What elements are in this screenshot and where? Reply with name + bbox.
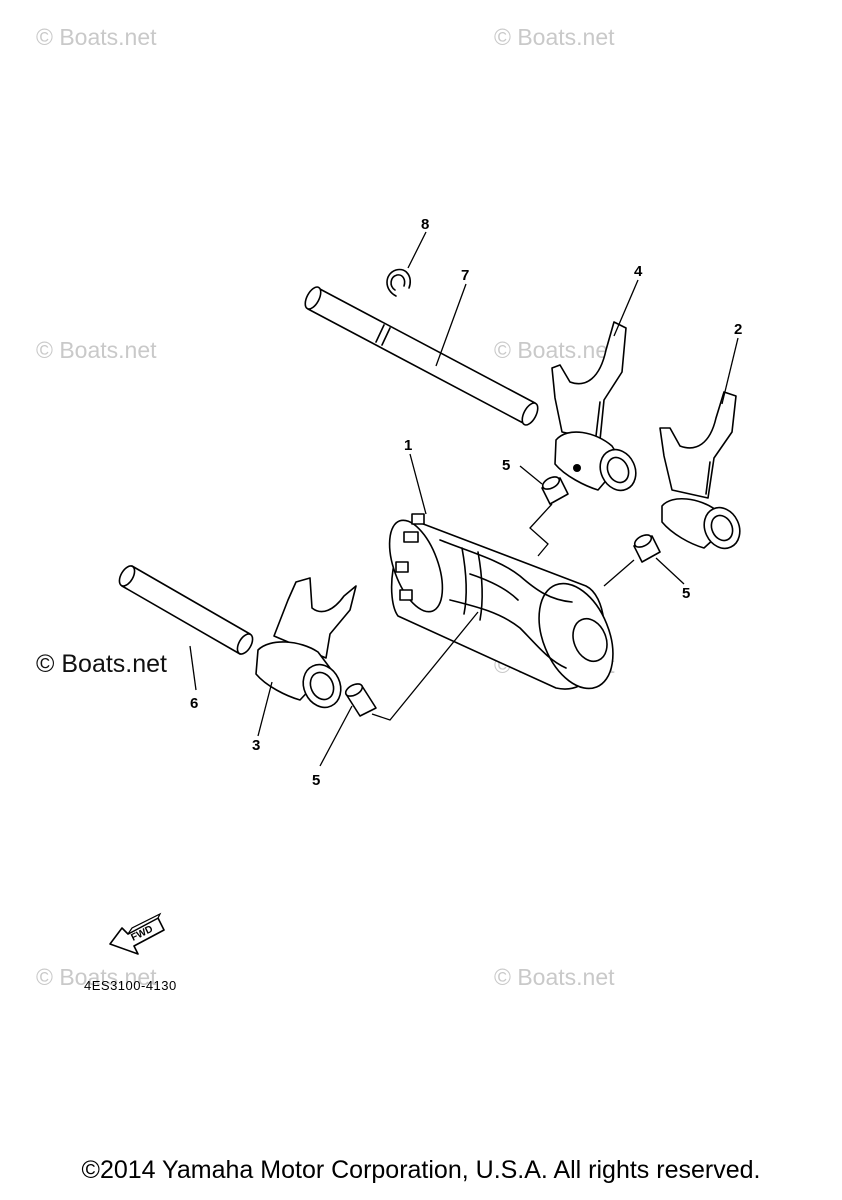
watermark-bottom-left: © Boats.net	[36, 964, 157, 990]
watermark-center-left: © Boats.net	[36, 650, 167, 678]
shift-fork-2[interactable]	[659, 391, 746, 554]
callout-6: 6	[190, 695, 198, 712]
shift-fork-3[interactable]	[255, 577, 357, 714]
shift-fork-4[interactable]	[551, 321, 642, 496]
callout-5-right: 5	[682, 585, 690, 602]
diagram-code: 4ES3100-4130	[84, 978, 177, 993]
guide-bar-pin-right[interactable]	[633, 532, 661, 563]
watermark-mid-left: © Boats.net	[36, 337, 157, 363]
watermark-top-right: © Boats.net	[494, 24, 615, 50]
shift-fork-guide-bar-7[interactable]	[302, 285, 541, 428]
shift-fork-guide-bar-6[interactable]	[116, 563, 255, 656]
leader-lines	[189, 231, 739, 767]
guide-bar-pin-top[interactable]	[541, 474, 569, 505]
callout-4: 4	[634, 263, 643, 280]
watermark-mid-right: © Boats.net	[494, 337, 615, 363]
callout-2: 2	[734, 321, 742, 338]
shift-cam-1[interactable]	[379, 513, 627, 699]
callout-8: 8	[421, 216, 429, 233]
callout-5-bottom: 5	[312, 772, 320, 789]
callout-3: 3	[252, 737, 260, 754]
forward-arrow-icon: FWD	[109, 912, 165, 955]
circlip-8[interactable]	[386, 268, 412, 297]
watermark-bottom-right: © Boats.net	[494, 964, 615, 990]
callout-1: 1	[404, 437, 412, 454]
watermark-top-left: © Boats.net	[36, 24, 157, 50]
callout-5-top: 5	[502, 457, 510, 474]
callout-7: 7	[461, 267, 469, 284]
copyright-notice: ©2014 Yamaha Motor Corporation, U.S.A. A…	[81, 1156, 761, 1184]
guide-bar-pin-bottom[interactable]	[344, 681, 377, 717]
